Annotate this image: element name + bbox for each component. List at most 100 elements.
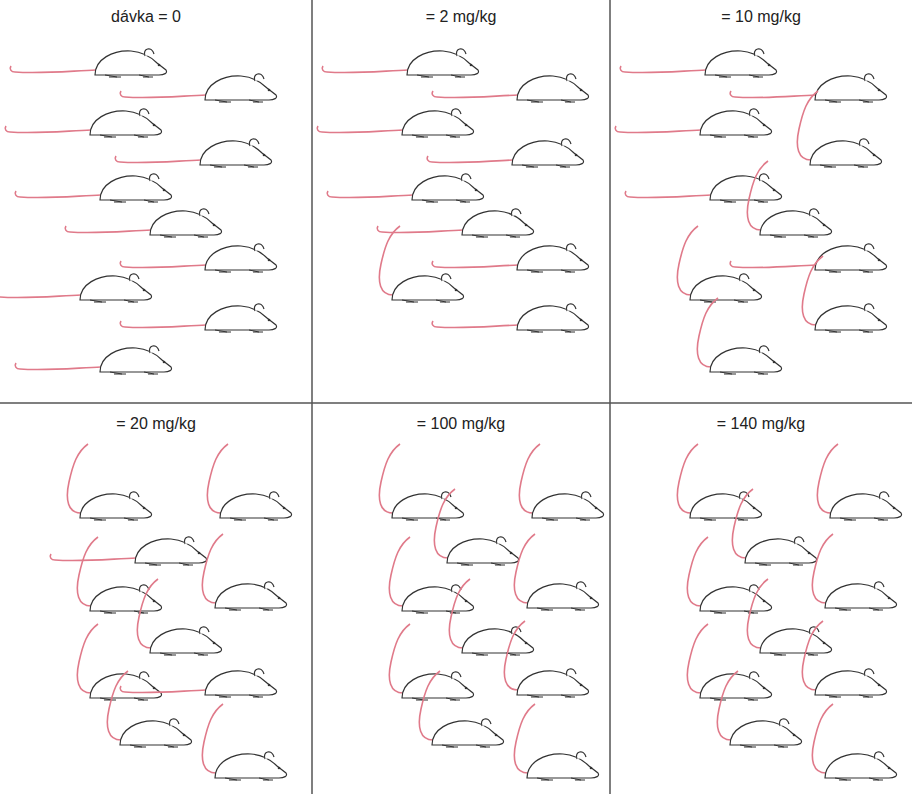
mouse-feet	[537, 608, 585, 610]
mouse-figure	[77, 537, 161, 613]
mouse-eye	[878, 319, 881, 322]
mouse-body	[760, 211, 832, 235]
mouse-ear	[264, 582, 274, 589]
mouse-body	[517, 671, 589, 695]
mouse-feet	[105, 75, 153, 77]
mouse-body	[407, 51, 479, 75]
mouse-body	[825, 754, 897, 778]
raised-tail	[747, 579, 768, 648]
mouse-figure	[797, 91, 881, 167]
mouse-figure	[389, 537, 473, 613]
mouse-ear	[149, 174, 159, 181]
mouse-feet	[215, 100, 263, 102]
raised-tail	[449, 579, 470, 648]
flat-tail	[120, 321, 206, 328]
mouse-body	[100, 348, 172, 372]
mouse-body	[90, 587, 162, 611]
mouse-figure	[519, 444, 603, 520]
mouse-eye	[268, 684, 271, 687]
flat-tail	[730, 91, 816, 98]
mouse-feet	[542, 518, 590, 520]
mouse-feet	[225, 608, 273, 610]
mouse-ear	[139, 109, 149, 116]
mouse-figure	[717, 671, 801, 747]
mouse-figure	[432, 304, 588, 332]
mouse-ear	[129, 492, 139, 499]
mouse-eye	[793, 734, 796, 737]
raised-tail	[389, 624, 410, 693]
mouse-body	[730, 721, 802, 745]
mouse-body	[402, 111, 474, 135]
raised-tail	[514, 534, 535, 603]
mouse-eye	[753, 507, 756, 510]
mouse-feet	[700, 518, 748, 520]
mouse-body	[527, 754, 599, 778]
mouse-figure	[379, 444, 463, 520]
mouse-figure	[317, 109, 473, 137]
mouse-feet	[160, 653, 208, 655]
flat-tail	[15, 191, 101, 198]
mouse-ear	[199, 627, 209, 634]
mouse-ear	[581, 492, 591, 499]
mouse-feet	[210, 165, 258, 167]
raised-tail	[379, 444, 400, 513]
mouse-body	[200, 141, 272, 165]
mouse-body	[205, 306, 277, 330]
mouse-eye	[873, 154, 876, 157]
mouse-eye	[465, 600, 468, 603]
mouse-body	[760, 629, 832, 653]
mouse-body	[700, 111, 772, 135]
mouse-eye	[278, 597, 281, 600]
mouse-feet	[825, 270, 873, 272]
mouse-feet	[215, 330, 263, 332]
mouse-body	[517, 306, 589, 330]
mouse-ear	[264, 752, 274, 759]
mouse-feet	[825, 330, 873, 332]
mouse-eye	[470, 64, 473, 67]
mouse-figure	[747, 161, 831, 237]
mouse-feet	[720, 372, 768, 374]
mouse-eye	[580, 319, 583, 322]
raised-tail	[817, 444, 838, 513]
mouse-feet	[770, 653, 818, 655]
mouse-figure	[379, 226, 463, 302]
raised-tail	[802, 621, 823, 690]
mouse-figure	[432, 244, 588, 272]
mouse-figure	[504, 621, 588, 697]
mouse-ear	[859, 139, 869, 146]
mouse-eye	[213, 224, 216, 227]
mouse-ear	[149, 346, 159, 353]
mouse-body	[527, 584, 599, 608]
mouse-ear	[874, 752, 884, 759]
divider-line	[311, 0, 313, 794]
mouse-ear	[269, 492, 279, 499]
mouse-feet	[755, 563, 803, 565]
mouse-body	[815, 76, 887, 100]
flat-tail	[322, 66, 408, 73]
raised-tail	[519, 444, 540, 513]
mouse-eye	[575, 154, 578, 157]
mouse-eye	[763, 600, 766, 603]
mouse-body	[815, 306, 887, 330]
flat-tail	[10, 66, 96, 73]
mouse-figure	[730, 74, 886, 102]
dose-label: = 100 mg/kg	[414, 415, 509, 433]
mouse-body	[402, 674, 474, 698]
mouse-ear	[759, 174, 769, 181]
mouse-feet	[145, 563, 193, 565]
flat-tail	[615, 126, 701, 133]
mouse-feet	[230, 518, 278, 520]
mouse-body	[100, 176, 172, 200]
mouse-feet	[472, 653, 520, 655]
mouse-ear	[566, 669, 576, 676]
mouse-body	[700, 587, 772, 611]
mouse-eye	[198, 552, 201, 555]
mouse-feet	[825, 100, 873, 102]
mouse-body	[205, 246, 277, 270]
raised-tail	[687, 537, 708, 606]
mouse-figure	[107, 671, 191, 747]
mouse-ear	[199, 209, 209, 216]
mouse-figure	[50, 537, 206, 565]
mouse-ear	[254, 244, 264, 251]
